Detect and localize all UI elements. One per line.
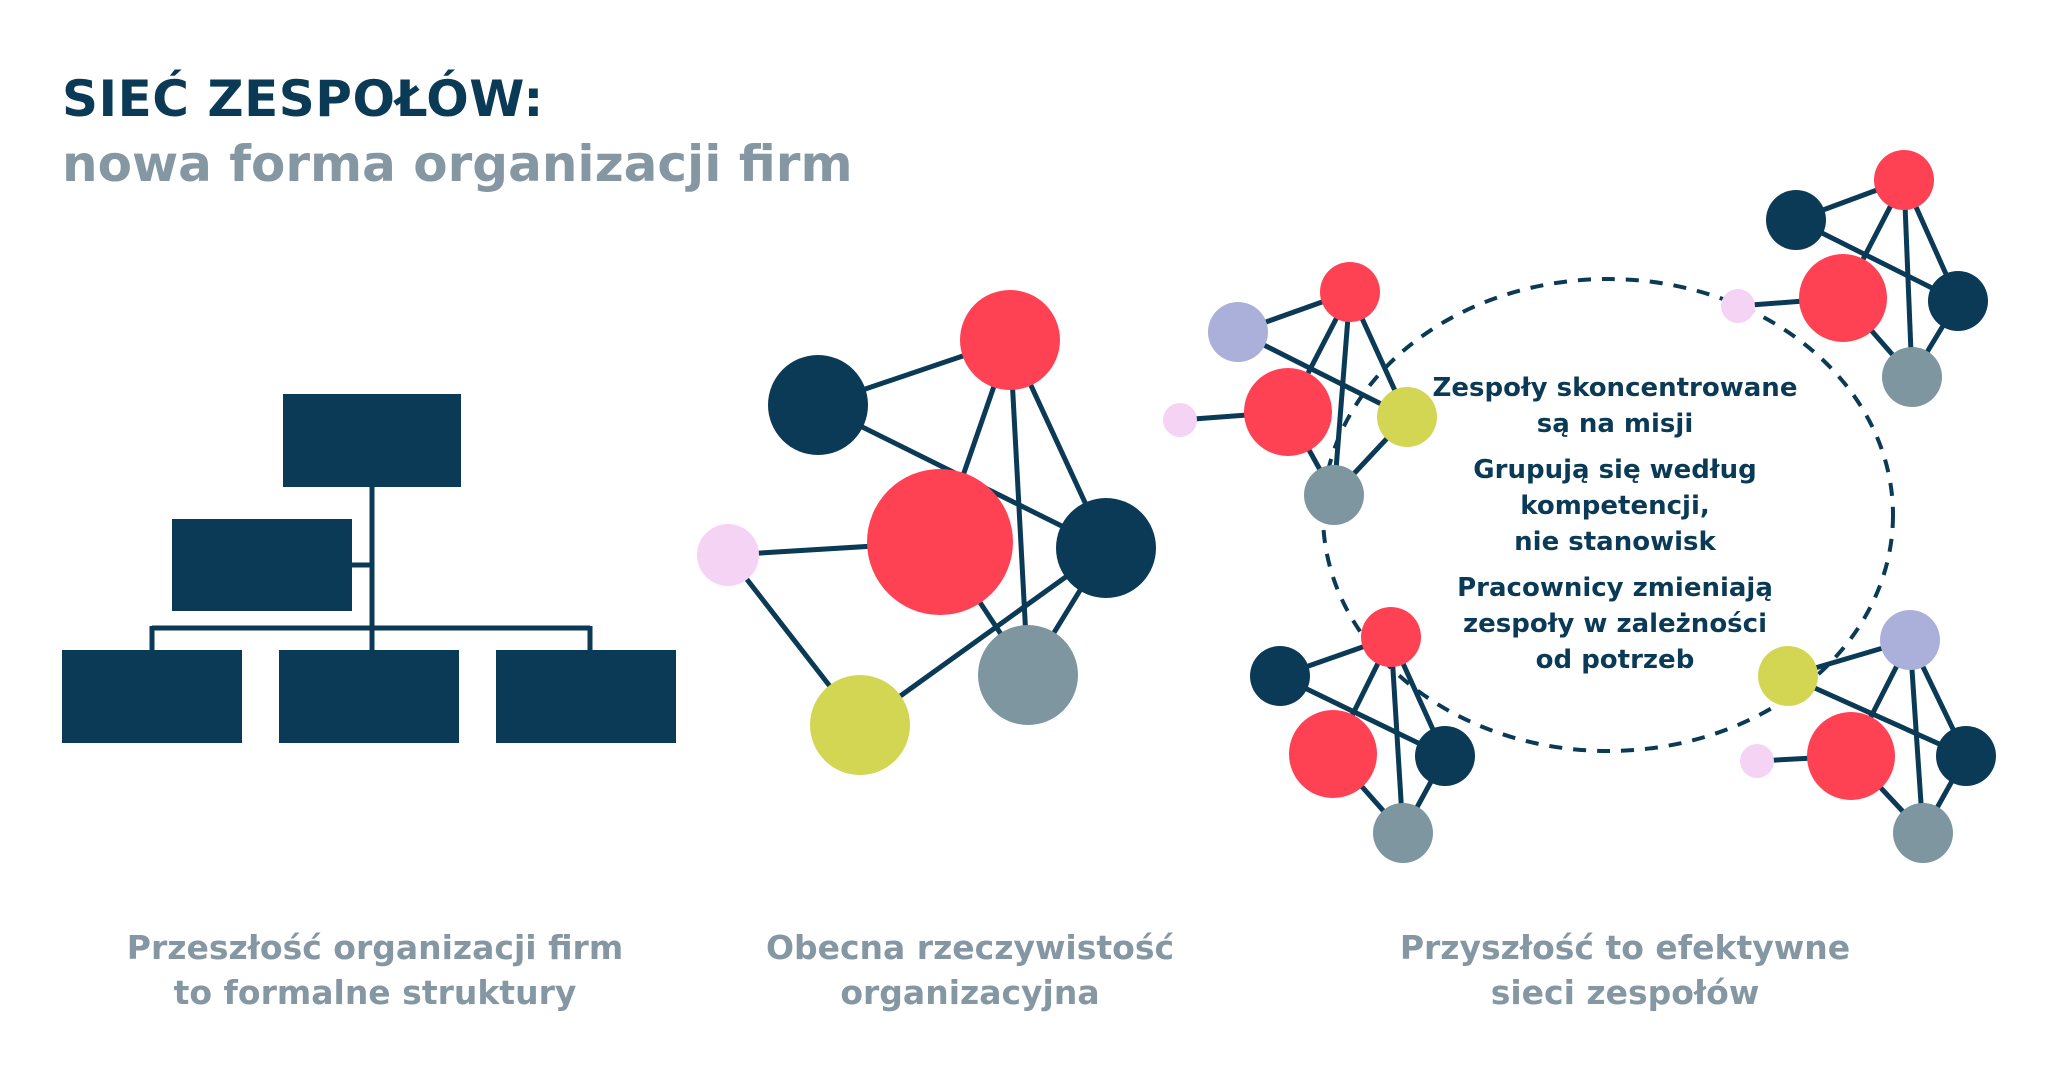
caption-present: Obecna rzeczywistość organizacyjna <box>765 928 1175 1012</box>
team-cluster-bottom-left <box>1250 607 1475 863</box>
mission-description: Zespoły skoncentrowane są na misji Grupu… <box>1395 370 1835 688</box>
mission-text-3: Pracownicy zmieniają zespoły w zależnośc… <box>1457 573 1773 675</box>
node-red <box>1361 607 1421 667</box>
node-navy-right <box>1936 726 1996 786</box>
node-navy-right <box>1415 726 1475 786</box>
node-lime <box>810 675 910 775</box>
team-cluster-top-right <box>1721 150 1988 407</box>
node-lime <box>1377 387 1437 447</box>
node-red-small <box>960 290 1060 390</box>
node-red-large <box>867 469 1013 615</box>
present-network <box>697 290 1156 775</box>
node-red-large <box>1799 254 1887 342</box>
node-pink <box>1163 403 1197 437</box>
team-cluster-bottom-right <box>1740 610 1996 863</box>
team-cluster-top-left <box>1163 262 1437 525</box>
node-red-large <box>1807 712 1895 800</box>
node-lavender <box>1880 610 1940 670</box>
node-red <box>1320 262 1380 322</box>
org-chart-connectors <box>149 485 593 650</box>
node-navy <box>1766 190 1826 250</box>
node-grey <box>1373 803 1433 863</box>
node-navy-right <box>1056 498 1156 598</box>
node-lavender <box>1208 302 1268 362</box>
node-grey <box>978 625 1078 725</box>
org-box-bottom-center <box>279 650 459 743</box>
node-navy <box>768 355 868 455</box>
org-box-top <box>283 394 461 487</box>
node-grey <box>1893 803 1953 863</box>
node-lime <box>1758 646 1818 706</box>
node-grey <box>1304 465 1364 525</box>
org-chart <box>62 394 676 743</box>
page-title: SIEĆ ZESPOŁÓW: <box>62 70 544 128</box>
node-red-large <box>1244 368 1332 456</box>
node-navy <box>1250 646 1310 706</box>
mission-text-2: Grupują się według kompetencji, nie stan… <box>1473 455 1757 557</box>
node-pink <box>697 524 759 586</box>
node-grey <box>1882 347 1942 407</box>
node-pink <box>1740 744 1774 778</box>
node-red-large <box>1289 710 1377 798</box>
node-red <box>1874 150 1934 210</box>
caption-past: Przeszłość organizacji firm to formalne … <box>126 928 624 1012</box>
page-subtitle: nowa forma organizacji firm <box>62 135 853 193</box>
caption-future: Przyszłość to efektywne sieci zespołów <box>1399 928 1851 1012</box>
node-pink <box>1721 289 1755 323</box>
node-navy-right <box>1928 271 1988 331</box>
mission-text-1: Zespoły skoncentrowane są na misji <box>1432 373 1798 439</box>
org-box-bottom-right <box>496 650 676 743</box>
org-box-bottom-left <box>62 650 242 743</box>
org-box-middle <box>172 519 352 611</box>
